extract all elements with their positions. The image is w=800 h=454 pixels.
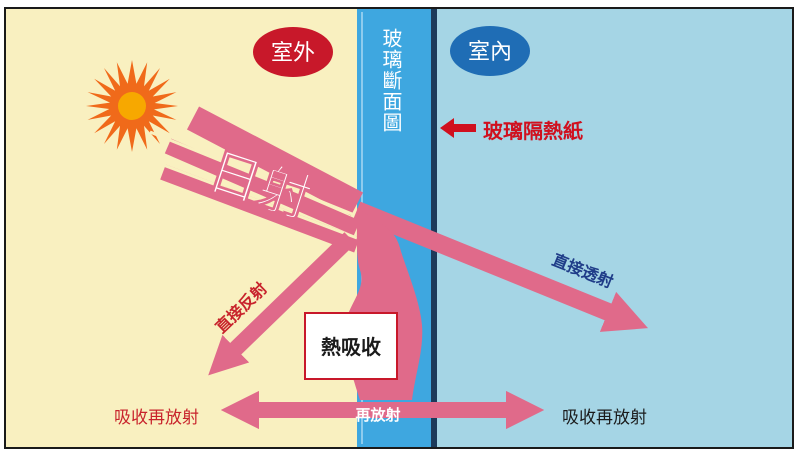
beam-edge: [149, 158, 358, 240]
indoor-region: [437, 8, 793, 448]
outdoor-badge: [253, 27, 333, 77]
absorb-reradiate-in-label: 吸收再放射: [562, 408, 647, 428]
sunlight-beam: [160, 164, 360, 253]
sunlight-beam: [186, 106, 364, 216]
film-label: 玻璃隔熱紙: [483, 119, 583, 143]
heat-absorption-box: [304, 312, 398, 380]
direct-transmission-arrow: [353, 201, 649, 332]
heat-absorption-label: 熱吸收: [321, 335, 381, 359]
absorb-reradiate-out-label: 吸收再放射: [114, 408, 199, 428]
indoor-badge: [450, 26, 530, 76]
film-layer: [431, 8, 437, 448]
indoor-label: 室內: [468, 40, 512, 65]
reradiation-label: 再放射: [355, 406, 400, 424]
outdoor-label: 室外: [271, 41, 315, 66]
sun-icon: [118, 92, 146, 120]
frame-border: [4, 7, 794, 449]
film-indicator-arrow: [440, 118, 476, 138]
direct-reflection-arrow: [208, 232, 356, 376]
glass-section-label: 玻璃斷面圖: [379, 28, 403, 133]
beam-edge: [149, 130, 358, 218]
sunlight-beam: [164, 138, 361, 236]
